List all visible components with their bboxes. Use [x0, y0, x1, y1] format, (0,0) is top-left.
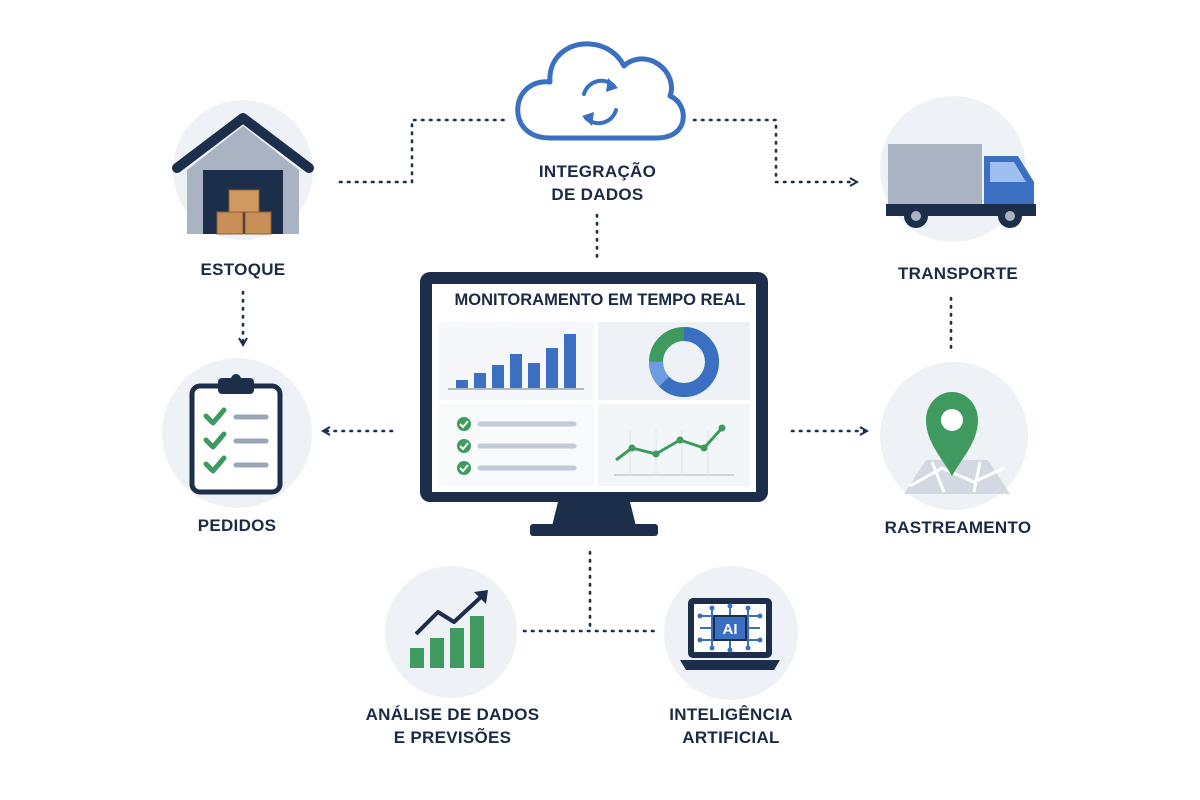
warehouse-icon — [172, 113, 314, 235]
monitor-dashboard-icon — [420, 272, 768, 536]
truck-icon — [886, 144, 1036, 228]
analise-line1: ANÁLISE DE DADOS — [365, 705, 540, 724]
checklist-mini — [457, 417, 577, 475]
analise-line2: E PREVISÕES — [393, 728, 512, 747]
rastreamento-label: RASTREAMENTO — [884, 518, 1032, 537]
ai-laptop-icon: AI — [680, 598, 780, 670]
cloud-sync-icon — [515, 41, 686, 141]
estoque-label: ESTOQUE — [200, 260, 286, 279]
ai-badge-text: AI — [723, 621, 738, 638]
clipboard-checklist-icon — [189, 374, 283, 495]
pedidos-label: PEDIDOS — [197, 516, 277, 535]
connector-estoque-cloud — [338, 118, 512, 184]
integracao-dados-line2: DE DADOS — [551, 185, 644, 204]
analise-label: ANÁLISE DE DADOS E PREVISÕES — [355, 703, 550, 749]
transporte-label: TRANSPORTE — [897, 264, 1019, 283]
hub-title: MONITORAMENTO EM TEMPO REAL — [454, 291, 746, 309]
donut-chart-mini — [649, 327, 719, 397]
ia-line1: INTELIGÊNCIA — [669, 705, 793, 724]
connector-cloud-transporte — [692, 118, 856, 182]
line-chart-mini — [614, 424, 734, 476]
map-pin-icon — [904, 392, 1010, 494]
ia-line2: ARTIFICIAL — [682, 728, 780, 747]
integracao-dados-label: INTEGRAÇÃO DE DADOS — [505, 160, 690, 206]
bar-chart-mini — [448, 334, 584, 390]
ia-label: INTELIGÊNCIA ARTIFICIAL — [651, 703, 811, 749]
growth-chart-icon — [410, 590, 488, 668]
integracao-dados-line1: INTEGRAÇÃO — [538, 162, 657, 181]
